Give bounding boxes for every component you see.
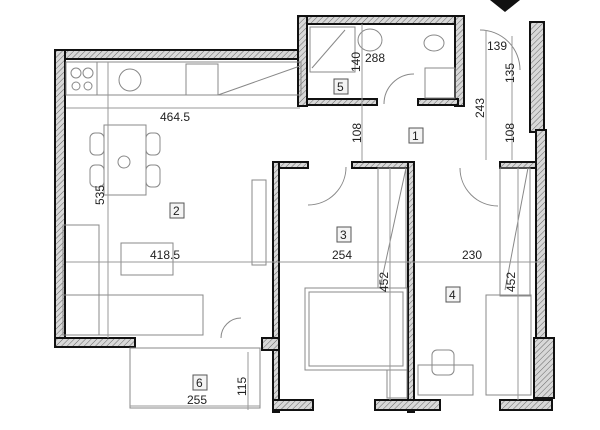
wardrobe-4 [499, 167, 531, 297]
dim-bath-width: 288 [365, 51, 385, 65]
room-label-3: 3 [336, 226, 352, 243]
dim-corridor-left: 108 [350, 123, 364, 143]
svg-text:2: 2 [173, 204, 180, 218]
bathroom-fixtures [309, 26, 456, 99]
dim-hall-top-depth: 135 [503, 63, 517, 83]
svg-text:4: 4 [449, 288, 456, 302]
dim-hall-top-width: 139 [487, 39, 507, 53]
svg-text:6: 6 [196, 376, 203, 390]
balcony-outline [129, 347, 261, 409]
room-label-1: 1 [408, 127, 424, 144]
kitchen-counter [65, 61, 302, 96]
dim-bed3-width: 254 [332, 248, 352, 262]
dining-table [89, 124, 161, 196]
svg-text:1: 1 [412, 129, 419, 143]
dim-kitchen-width: 464.5 [160, 110, 190, 124]
dim-bed3-depth: 452 [377, 272, 391, 292]
dimension-lines [66, 24, 545, 410]
dim-balcony-width: 255 [187, 393, 207, 407]
dim-hall-depth: 243 [473, 98, 487, 118]
svg-text:5: 5 [337, 80, 344, 94]
dim-balcony-depth: 115 [235, 377, 249, 396]
room-label-6: 6 [192, 374, 208, 391]
dim-bath-depth: 140 [349, 52, 363, 72]
dim-bed4-width: 230 [462, 248, 482, 262]
dim-living-depth: 535 [93, 185, 107, 205]
room-label-2: 2 [169, 202, 185, 219]
walls [54, 15, 555, 413]
door-swings [220, 29, 521, 339]
dim-bed4-depth: 452 [504, 272, 518, 292]
north-arrow-icon [490, 0, 520, 12]
room-label-5: 5 [333, 78, 349, 95]
wardrobe-3 [377, 167, 407, 289]
sofa [62, 179, 267, 336]
bed-room-3 [304, 287, 408, 399]
svg-text:3: 3 [340, 228, 347, 242]
room-label-4: 4 [445, 286, 461, 303]
bed-room-4 [417, 294, 532, 396]
dim-living-width: 418.5 [150, 248, 180, 262]
dim-corridor-right: 108 [503, 123, 517, 143]
